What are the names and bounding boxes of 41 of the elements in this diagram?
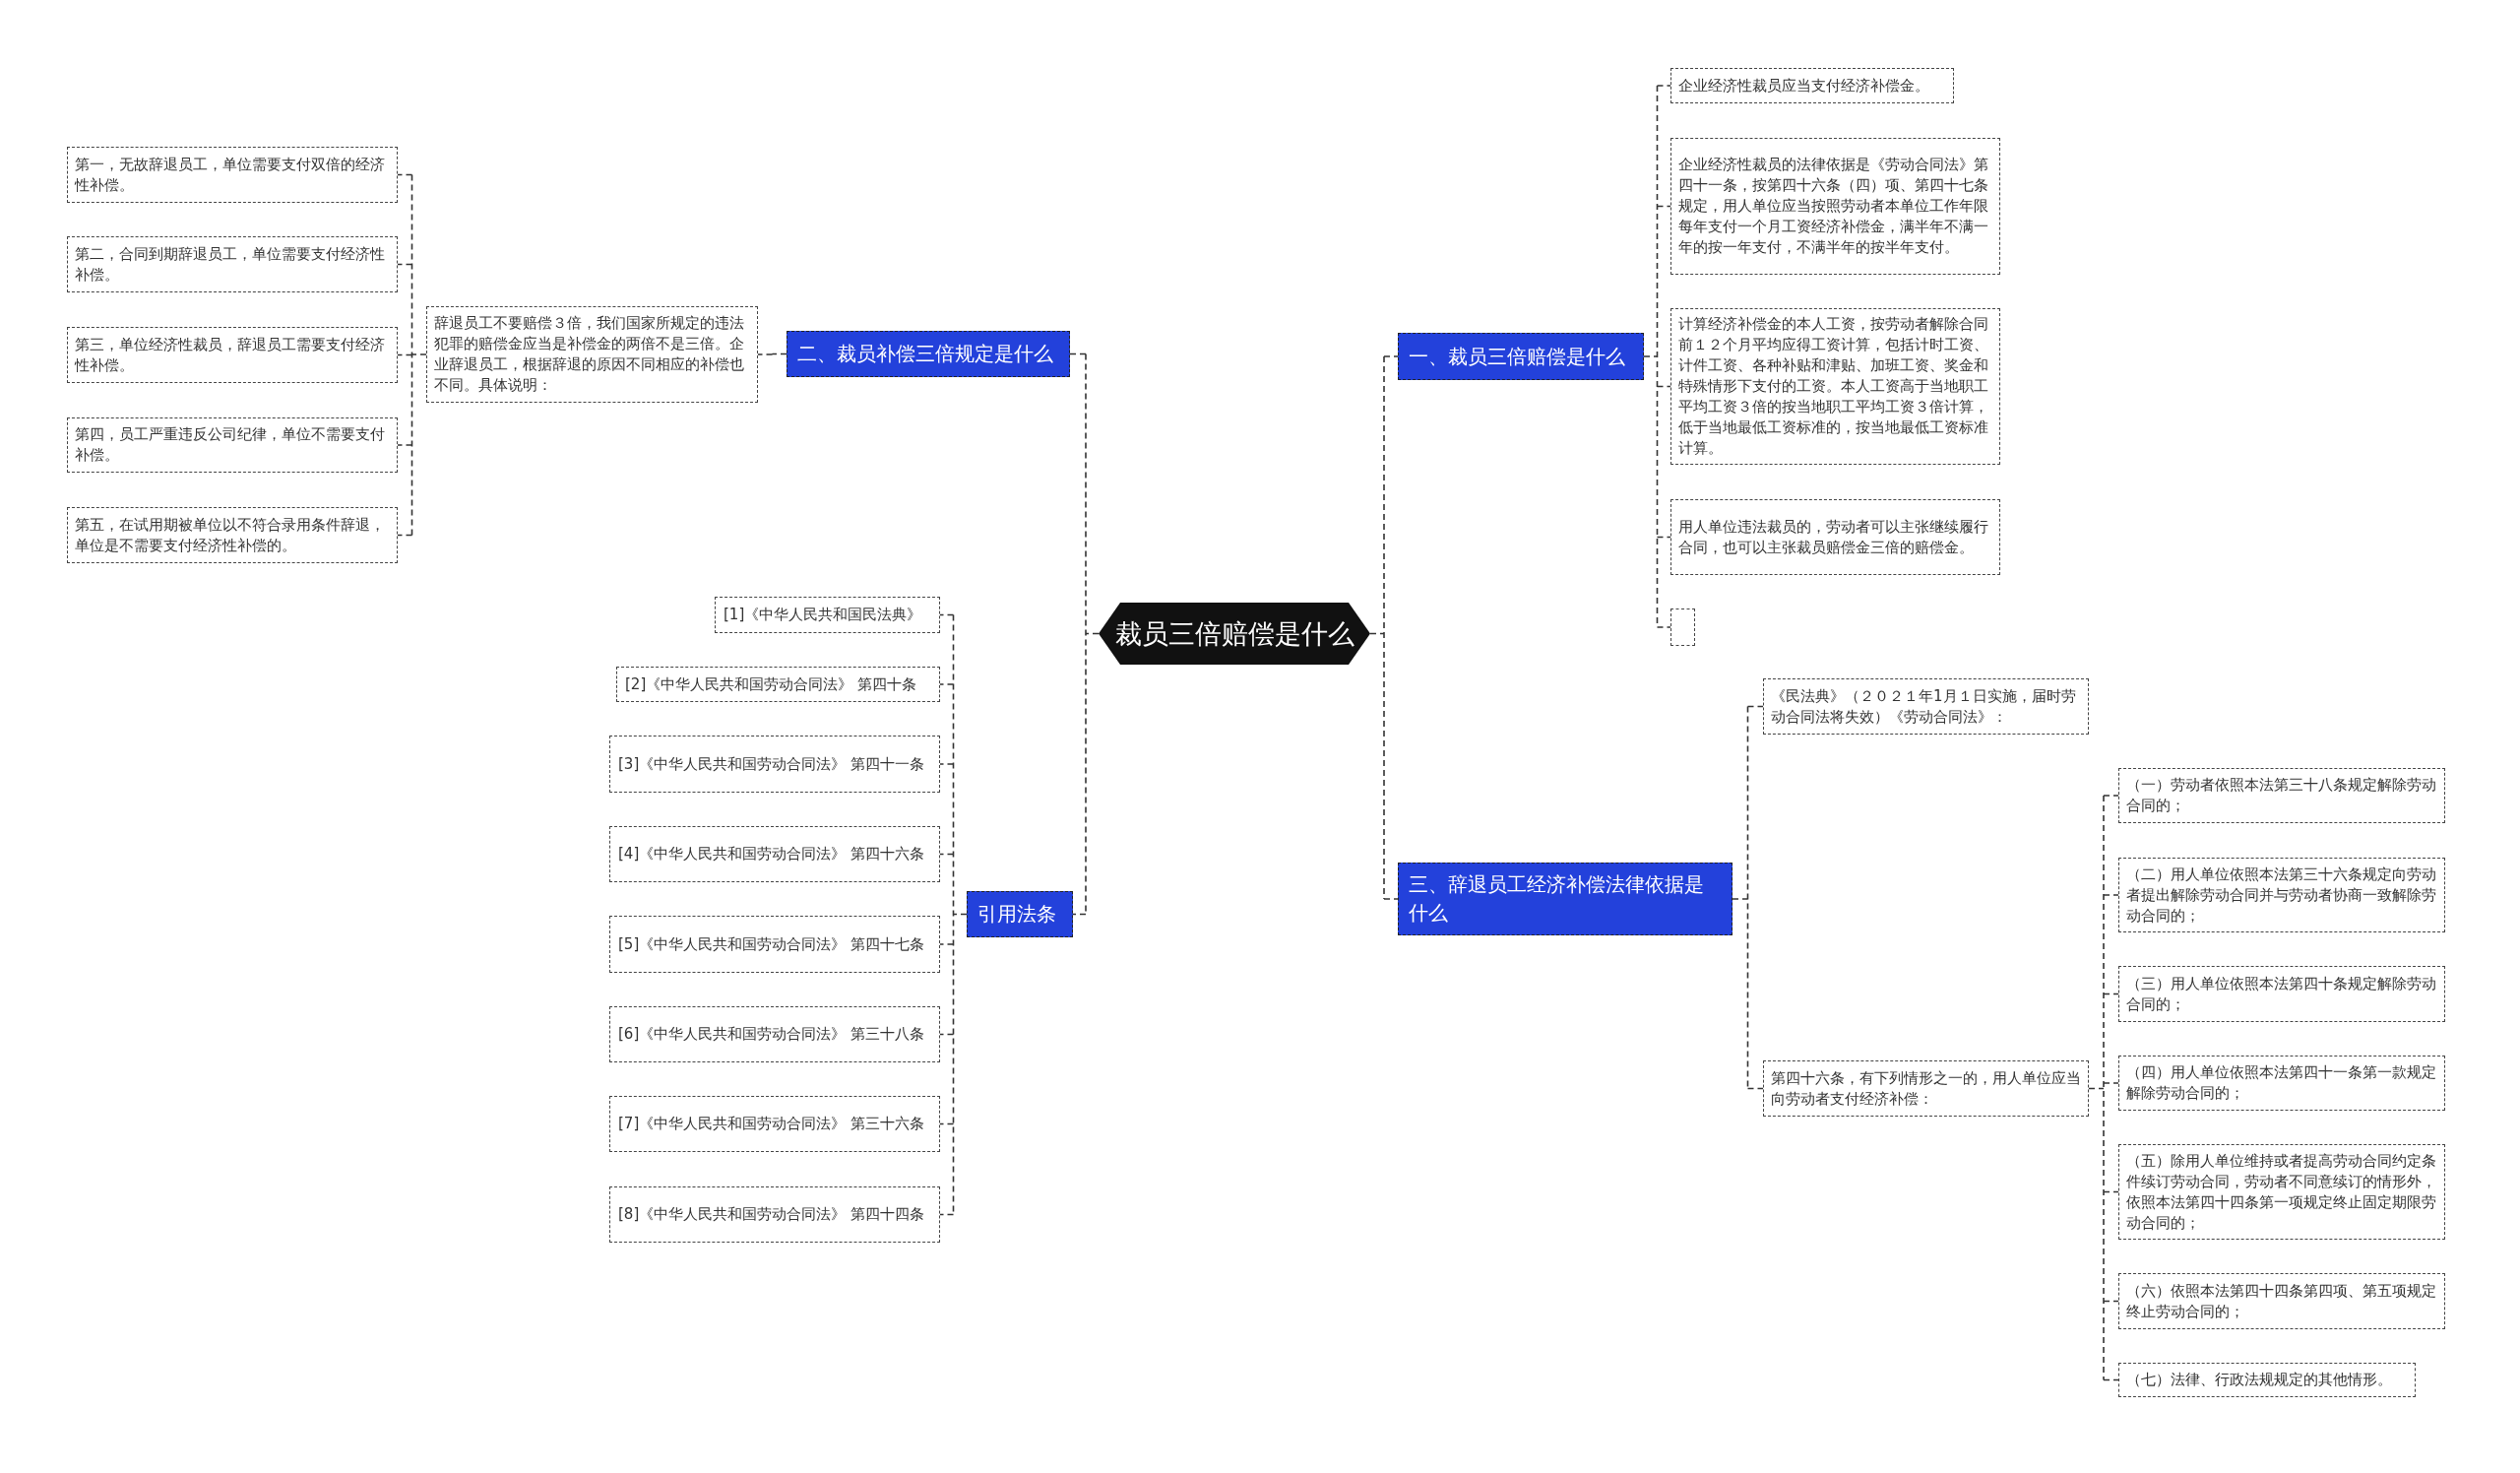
reference-box: [1]《中华人民共和国民法典》 xyxy=(715,597,940,633)
note-box: 第四十六条，有下列情形之一的，用人单位应当向劳动者支付经济补偿： xyxy=(1763,1060,2089,1117)
reference-box: [2]《中华人民共和国劳动合同法》 第四十条 xyxy=(616,667,940,702)
empty-box xyxy=(1670,608,1695,646)
note-box: 第四，员工严重违反公司纪律，单位不需要支付补偿。 xyxy=(67,417,398,473)
note-box: （六）依照本法第四十四条第四项、第五项规定终止劳动合同的； xyxy=(2118,1273,2445,1329)
note-box: 企业经济性裁员的法律依据是《劳动合同法》第四十一条，按第四十六条（四）项、第四十七条规定，用人单位应当按照劳动者本单位工作年限每年支付一个月工资经济补偿金，满半年不满一年的按一年支付，不满半年的按半年支付。 xyxy=(1670,138,2000,275)
central-topic: 裁员三倍赔偿是什么 xyxy=(1099,603,1370,665)
connector xyxy=(2088,795,2119,1381)
connector xyxy=(757,352,788,355)
topic-box: 三、辞退员工经济补偿法律依据是什么 xyxy=(1398,863,1732,935)
note-box: 第三，单位经济性裁员，辞退员工需要支付经济性补偿。 xyxy=(67,327,398,383)
note-box: 第一，无故辞退员工，单位需要支付双倍的经济性补偿。 xyxy=(67,147,398,203)
topic-box: 一、裁员三倍赔偿是什么 xyxy=(1398,333,1644,380)
connector xyxy=(1369,355,1399,900)
connector xyxy=(1732,705,1764,1090)
note-box: 用人单位违法裁员的，劳动者可以主张继续履行合同，也可以主张裁员赔偿金三倍的赔偿金。 xyxy=(1670,499,2000,575)
reference-box: [5]《中华人民共和国劳动合同法》 第四十七条 xyxy=(609,916,940,973)
note-box: （五）除用人单位维持或者提高劳动合同约定条件续订劳动合同，劳动者不同意续订的情形外，依照本法第四十四条第一项规定终止固定期限劳动合同的； xyxy=(2118,1144,2445,1240)
reference-box: [7]《中华人民共和国劳动合同法》 第三十六条 xyxy=(609,1096,940,1152)
note-box: 第二，合同到期辞退员工，单位需要支付经济性补偿。 xyxy=(67,236,398,292)
note-box: 《民法典》（２０２１年1月１日实施，届时劳动合同法将失效）《劳动合同法》： xyxy=(1763,678,2089,735)
topic-box: 二、裁员补偿三倍规定是什么 xyxy=(787,331,1070,377)
note-box: 计算经济补偿金的本人工资，按劳动者解除合同前１２个月平均应得工资计算，包括计时工资、计件工资、各种补贴和津贴、加班工资、奖金和特殊情形下支付的工资。本人工资高于当地职工平均工资３倍的按当地职工平均工资３倍计算，低于当地最低工资标准的，按当地最低工资标准计算。 xyxy=(1670,308,2000,465)
note-box: （三）用人单位依照本法第四十条规定解除劳动合同的； xyxy=(2118,966,2445,1022)
note-box: （四）用人单位依照本法第四十一条第一款规定解除劳动合同的； xyxy=(2118,1056,2445,1111)
note-box: 第五，在试用期被单位以不符合录用条件辞退，单位是不需要支付经济性补偿的。 xyxy=(67,507,398,563)
reference-box: [6]《中华人民共和国劳动合同法》 第三十八条 xyxy=(609,1006,940,1062)
connector xyxy=(1069,352,1100,916)
reference-box: [3]《中华人民共和国劳动合同法》 第四十一条 xyxy=(609,736,940,793)
note-box: （二）用人单位依照本法第三十六条规定向劳动者提出解除劳动合同并与劳动者协商一致解除劳动合同的； xyxy=(2118,858,2445,932)
reference-box: [8]《中华人民共和国劳动合同法》 第四十四条 xyxy=(609,1186,940,1243)
note-box: （一）劳动者依照本法第三十八条规定解除劳动合同的； xyxy=(2118,768,2445,823)
note-box: 企业经济性裁员应当支付经济补偿金。 xyxy=(1670,68,1954,103)
connector xyxy=(397,173,427,537)
topic-box: 引用法条 xyxy=(967,891,1073,937)
reference-box: [4]《中华人民共和国劳动合同法》 第四十六条 xyxy=(609,826,940,882)
connector xyxy=(1643,85,1671,628)
note-box: （七）法律、行政法规规定的其他情形。 xyxy=(2118,1363,2416,1397)
connector xyxy=(939,613,968,1216)
note-box: 辞退员工不要赔偿３倍，我们国家所规定的违法犯罪的赔偿金应当是补偿金的两倍不是三倍。企业辞退员工，根据辞退的原因不同相应的补偿也不同。具体说明： xyxy=(426,306,758,403)
